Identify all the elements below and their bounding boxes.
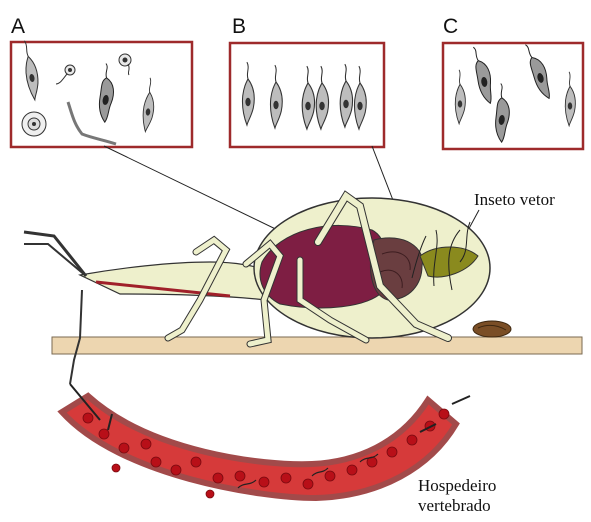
- ground-surface: [52, 337, 582, 354]
- feces-dropping: [473, 321, 511, 337]
- pointer-a: [104, 146, 290, 236]
- blood-vessel: [62, 384, 470, 498]
- insect-vector: [24, 196, 490, 384]
